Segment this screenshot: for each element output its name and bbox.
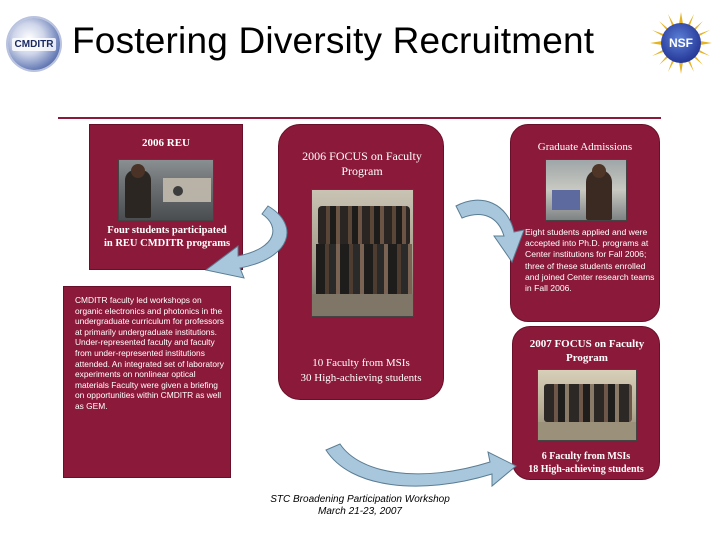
footer: STC Broadening Participation Workshop Ma… [250,494,470,518]
reu-caption: Four students participated in REU CMDITR… [103,225,231,249]
focus-2007-caption-students: 18 High-achieving students [528,464,644,475]
cmditr-logo: CMDITR [8,18,60,70]
focus-2007-caption-faculty: 6 Faculty from MSIs [541,451,631,462]
cmditr-logo-text: CMDITR [11,37,57,51]
workshop-box: CMDITR faculty led workshops on organic … [63,286,231,478]
focus-2007-box: 2007 FOCUS on Faculty Program 6 Faculty … [512,326,660,480]
arrow-to-focus2007-icon [325,443,517,488]
graduate-heading: Graduate Admissions [537,141,633,153]
graduate-text: Eight students applied and were accepted… [525,227,655,294]
focus-2006-box: 2006 FOCUS on Faculty Program 10 Faculty… [278,124,444,400]
focus-2007-heading: 2007 FOCUS on Faculty Program [529,338,645,364]
workshop-text: CMDITR faculty led workshops on organic … [75,295,224,411]
focus-2006-group-photo [311,189,414,317]
footer-date: March 21-23, 2007 [318,506,402,517]
reu-box: 2006 REU Four students participated in R… [89,124,243,270]
graduate-admissions-box: Graduate Admissions Eight students appli… [510,124,660,322]
focus-2006-caption-faculty: 10 Faculty from MSIs [312,357,410,369]
graduate-photo [545,159,627,221]
slide-title: Fostering Diversity Recruitment [72,20,595,61]
nsf-logo-text: NSF [669,36,693,50]
focus-2006-caption-students: 30 High-achieving students [300,372,422,384]
reu-heading: 2006 REU [142,137,190,149]
footer-workshop: STC Broadening Participation Workshop [270,494,450,505]
reu-photo [118,159,214,221]
focus-2007-group-photo [537,369,637,441]
focus-2006-heading: 2006 FOCUS on Faculty Program [302,149,422,178]
title-divider [58,117,661,119]
nsf-disc: NSF [661,23,701,63]
nsf-logo: NSF [650,12,712,74]
